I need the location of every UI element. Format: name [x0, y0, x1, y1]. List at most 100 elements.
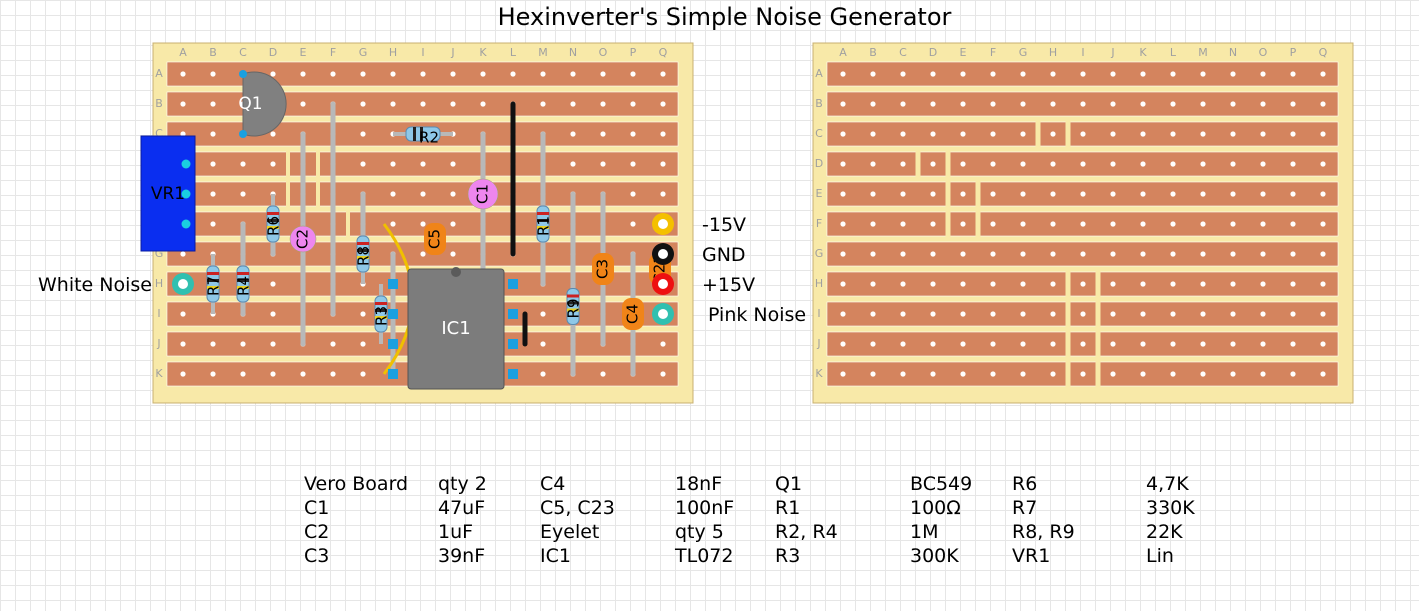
left-hole	[360, 311, 366, 317]
bom-cell: R7	[1012, 497, 1038, 519]
right-hole	[1170, 371, 1176, 377]
right-col-label: G	[1019, 46, 1028, 59]
right-hole	[930, 101, 936, 107]
right-hole	[900, 161, 906, 167]
left-hole	[390, 71, 396, 77]
right-hole	[1080, 71, 1086, 77]
right-hole	[930, 251, 936, 257]
capacitor-c2-body	[289, 225, 317, 253]
bom-cell: 47uF	[438, 497, 486, 519]
left-hole	[420, 251, 426, 257]
right-hole	[870, 281, 876, 287]
ic1-pin	[388, 369, 398, 379]
right-hole	[1260, 71, 1266, 77]
right-hole	[900, 71, 906, 77]
resistor-r1-label: R1	[535, 216, 553, 236]
right-hole	[930, 71, 936, 77]
right-hole	[1200, 341, 1206, 347]
right-hole	[1170, 311, 1176, 317]
right-hole	[1020, 131, 1026, 137]
right-hole	[840, 371, 846, 377]
track-cut	[316, 151, 320, 177]
left-hole	[540, 311, 546, 317]
right-hole	[990, 221, 996, 227]
left-col-label: B	[209, 46, 217, 59]
right-hole	[1080, 191, 1086, 197]
resistor-r2-label: R2	[419, 129, 439, 147]
label-minus-15v: -15V	[702, 214, 747, 236]
bom-cell: TL072	[675, 545, 734, 567]
right-hole	[1230, 131, 1236, 137]
ic1-label: IC1	[441, 318, 470, 339]
right-hole	[990, 341, 996, 347]
right-hole	[1110, 191, 1116, 197]
right-col-label: D	[929, 46, 937, 59]
bom-cell: R6	[1012, 473, 1038, 495]
track-cut	[1065, 121, 1071, 147]
right-hole	[1140, 341, 1146, 347]
right-hole	[960, 161, 966, 167]
resistor-r6-band	[267, 219, 279, 222]
track-cut	[1065, 271, 1071, 297]
bom-cell: IC1	[540, 545, 571, 567]
capacitor-c3-label: C3	[594, 259, 612, 279]
right-hole	[870, 161, 876, 167]
right-hole	[1170, 341, 1176, 347]
resistor-r1-band	[537, 212, 549, 215]
right-hole	[1230, 371, 1236, 377]
ic1-notch	[451, 267, 461, 277]
right-hole	[870, 131, 876, 137]
left-hole	[510, 71, 516, 77]
bom-cell: 1uF	[438, 521, 474, 543]
left-row-label: B	[155, 97, 163, 110]
potentiometer-vr1-pin	[181, 189, 191, 199]
right-col-label: E	[960, 46, 967, 59]
ic1-pin	[388, 279, 398, 289]
left-hole	[270, 71, 276, 77]
left-hole	[360, 71, 366, 77]
right-hole	[1320, 341, 1326, 347]
bom-cell: Vero Board	[304, 473, 409, 495]
track-cut	[1095, 361, 1101, 387]
right-hole	[1080, 371, 1086, 377]
left-hole	[180, 311, 186, 317]
right-hole	[1290, 371, 1296, 377]
bom-cell: VR1	[1012, 545, 1051, 567]
right-hole	[1020, 71, 1026, 77]
left-hole	[600, 161, 606, 167]
right-hole	[840, 101, 846, 107]
resistor-r2-band	[413, 127, 416, 141]
right-hole	[1020, 101, 1026, 107]
right-hole	[900, 311, 906, 317]
left-hole	[210, 71, 216, 77]
left-hole	[480, 71, 486, 77]
right-hole	[960, 101, 966, 107]
resistor-r9-band	[567, 294, 579, 298]
right-hole	[1080, 101, 1086, 107]
left-col-label: H	[389, 46, 397, 59]
right-hole	[1140, 101, 1146, 107]
right-hole	[1230, 221, 1236, 227]
left-hole	[330, 371, 336, 377]
right-hole	[1020, 281, 1026, 287]
potentiometer-vr1-pin	[181, 219, 191, 229]
right-hole	[1050, 131, 1056, 137]
right-col-label: K	[1139, 46, 1147, 59]
right-hole	[1080, 131, 1086, 137]
right-hole	[990, 281, 996, 287]
left-col-label: L	[510, 46, 517, 59]
left-hole	[390, 191, 396, 197]
right-hole	[930, 311, 936, 317]
transistor-q1-pin	[239, 130, 247, 138]
resistor-r3-band	[375, 309, 387, 312]
right-hole	[1020, 311, 1026, 317]
potentiometer-vr1-pin	[181, 159, 191, 169]
right-hole	[1200, 371, 1206, 377]
left-hole	[330, 71, 336, 77]
bom-cell: C2	[304, 521, 330, 543]
right-hole	[1290, 341, 1296, 347]
right-hole	[870, 71, 876, 77]
right-hole	[1050, 281, 1056, 287]
right-hole	[1050, 71, 1056, 77]
